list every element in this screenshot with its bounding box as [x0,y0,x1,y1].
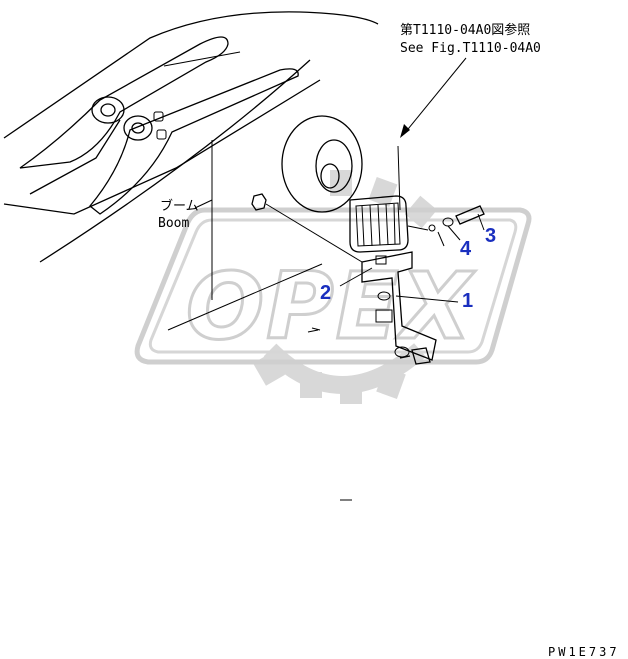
boom-jp-text: ブーム [160,198,199,214]
linkage-plate-left-lower [29,119,121,195]
pin-hole-left [100,103,116,117]
boom-boss-inner [315,139,353,193]
reference-jp-text: 第T1110-04A0図参照 [400,22,530,38]
work-lamp-body [349,195,409,253]
bolt-bottom [399,347,431,365]
boom-label-leader [194,199,213,209]
bracket [361,251,437,361]
reference-arrowhead [400,124,410,138]
small-washer [428,224,436,232]
pin-boss-right [123,115,153,141]
bolt-head-b [156,129,167,140]
boom-boss-outer [281,115,363,213]
hex-nut-loose [251,193,267,211]
lamp-lens-ribs [361,203,396,247]
drawing-code: PW1E737 [548,645,620,659]
linkage-plate-left [19,36,229,169]
bracket-slot [375,255,387,265]
boom-lower-edge [3,79,321,215]
callout-1: 1 [462,290,473,312]
boom-boss-hole [320,163,340,189]
callout-2: 2 [320,282,331,304]
callout-2-leader [339,267,373,287]
callout-3-leader [477,213,485,231]
reference-en-text: See Fig.T1110-04A0 [400,41,541,56]
linkage-plate-right [89,68,299,215]
boom-top-edge [3,11,379,139]
boom-assembly [3,11,401,300]
leader-lines [167,57,485,331]
lamp-wire [407,225,445,247]
work-light-assembly [251,193,485,365]
nut-lower [375,309,393,323]
watermark-gear [252,170,438,404]
bolt-top [455,205,485,225]
boom-diagonal-line [167,263,323,331]
callout-4: 4 [460,238,472,260]
watermark-logo: OPEX [134,170,532,404]
pin-hole-right [131,122,145,134]
watermark-frame-outer [134,207,532,365]
callout-3: 3 [485,225,496,247]
callout-1-leader [395,295,459,303]
work-lamp-lens [355,202,401,247]
boom-en-text: Boom [158,216,189,231]
washer-upper [377,291,391,301]
nut-leader [265,203,363,263]
boom-web-line [163,51,241,67]
boom-side-edge [39,59,311,263]
callout-4-leader [447,225,461,241]
pin-boss-left [91,96,125,124]
watermark-text: OPEX [186,253,475,360]
reference-leader [403,57,467,135]
boom-right-edge [397,145,401,211]
bolt-head-a [153,111,164,122]
tick-marks [307,327,321,333]
watermark-frame-inner [148,218,518,354]
